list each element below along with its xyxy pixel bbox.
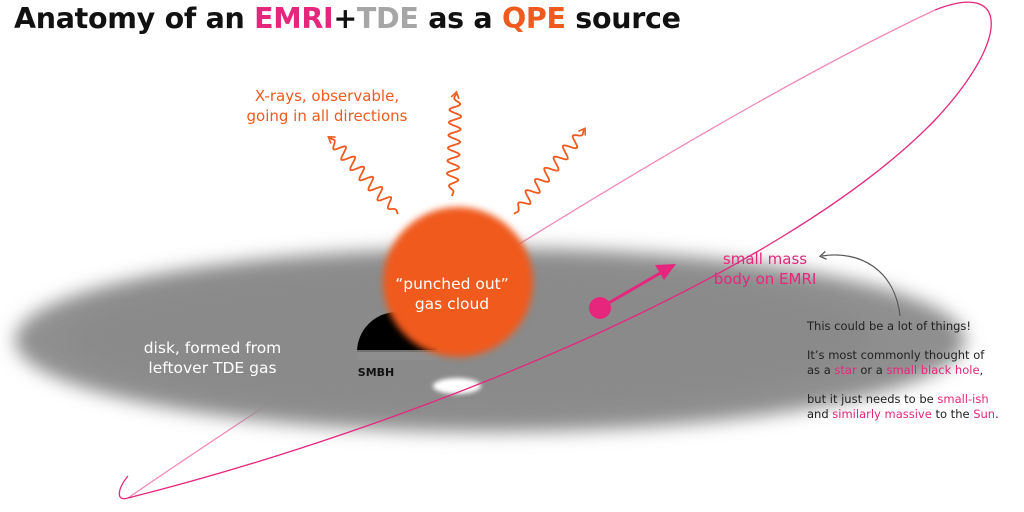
emri-body — [589, 297, 611, 319]
emri-arrow-head — [655, 264, 676, 280]
xray-label: X-rays, observable, going in all directi… — [246, 87, 408, 125]
xray-wave-middle — [445, 90, 463, 197]
emri-orbit-front — [118, 1, 992, 500]
emri-body-label: small mass body on EMRI — [713, 250, 817, 288]
xray-wave-right — [513, 127, 587, 215]
gas-cloud — [383, 207, 533, 357]
annotation-note: This could be a lot of things! It’s most… — [807, 319, 1022, 436]
disk-label: disk, formed from leftover TDE gas — [143, 339, 282, 377]
page-title: Anatomy of an EMRI+TDE as a QPE source — [14, 2, 681, 35]
title-tde: TDE — [356, 2, 419, 35]
disk-hole-glow — [433, 378, 481, 394]
gas-cloud-label: “punched out” gas cloud — [395, 275, 509, 313]
smbh-label: SMBH — [357, 366, 395, 379]
xray-wave-left — [327, 135, 399, 215]
annotation-arrow — [818, 250, 901, 317]
title-emri: EMRI — [254, 2, 334, 35]
note-line-1: This could be a lot of things! — [807, 319, 972, 333]
title-qpe: QPE — [501, 2, 566, 35]
emri-velocity-arrow — [599, 270, 663, 310]
